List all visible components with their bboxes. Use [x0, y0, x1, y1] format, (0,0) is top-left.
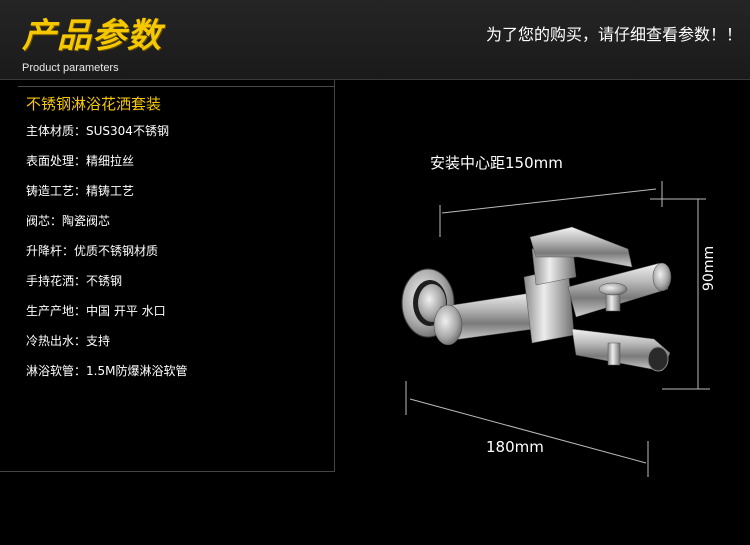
spec-label: 手持花洒：	[26, 274, 87, 288]
spec-label: 阀芯：	[26, 214, 63, 228]
spec-label: 生产产地：	[26, 304, 87, 318]
height-dimension-label: 90mm	[701, 245, 717, 291]
page-subtitle: Product parameters	[22, 62, 119, 74]
spec-panel	[0, 80, 335, 472]
spec-row-material: 主体材质：SUS304不锈钢	[26, 121, 326, 151]
spec-label: 升降杆：	[26, 244, 75, 258]
spec-label: 淋浴软管：	[26, 364, 87, 378]
spec-row-valve: 阀芯：陶瓷阀芯	[26, 211, 326, 241]
spec-label: 冷热出水：	[26, 334, 87, 348]
install-distance-label: 安装中心距150mm	[430, 154, 563, 172]
spec-row-rod: 升降杆：优质不锈钢材质	[26, 241, 326, 271]
spec-value: 陶瓷阀芯	[62, 214, 111, 228]
spec-row-hose: 淋浴软管：1.5M防爆淋浴软管	[26, 361, 326, 391]
spec-value: 中国 开平 水口	[86, 304, 166, 318]
spec-row-origin: 生产产地：中国 开平 水口	[26, 301, 326, 331]
spec-value: 不锈钢	[86, 274, 123, 288]
product-name: 不锈钢淋浴花洒套装	[26, 95, 162, 113]
spec-value: 优质不锈钢材质	[74, 244, 159, 258]
page-title: 产品参数	[22, 16, 162, 56]
dimension-lines	[405, 181, 710, 477]
faucet-diagram: 安装中心距150mm 180mm 90mm	[336, 81, 750, 545]
spec-list: 主体材质：SUS304不锈钢 表面处理：精细拉丝 铸造工艺：精铸工艺 阀芯：陶瓷…	[26, 121, 326, 391]
notice-text: 为了您的购买，请仔细查看参数！！	[485, 25, 742, 44]
spec-value: SUS304不锈钢	[86, 124, 169, 138]
spec-row-handshower: 手持花洒：不锈钢	[26, 271, 326, 301]
spec-row-surface: 表面处理：精细拉丝	[26, 151, 326, 181]
faucet-illustration	[401, 181, 710, 477]
spec-label: 主体材质：	[26, 124, 87, 138]
spec-row-casting: 铸造工艺：精铸工艺	[26, 181, 326, 211]
lever-handle	[529, 226, 633, 268]
header-bar: 产品参数 Product parameters 为了您的购买，请仔细查看参数！！	[0, 0, 750, 80]
spec-label: 表面处理：	[26, 154, 87, 168]
spec-value: 1.5M防爆淋浴软管	[86, 364, 188, 378]
spec-value: 精铸工艺	[86, 184, 135, 198]
hose-connector	[607, 342, 621, 366]
spec-divider	[18, 86, 335, 87]
diverter-knob	[598, 282, 628, 312]
spec-value: 精细拉丝	[86, 154, 135, 168]
spec-row-hotcold: 冷热出水：支持	[26, 331, 326, 361]
spec-label: 铸造工艺：	[26, 184, 87, 198]
width-dimension-label: 180mm	[486, 438, 544, 456]
spec-value: 支持	[86, 334, 111, 348]
